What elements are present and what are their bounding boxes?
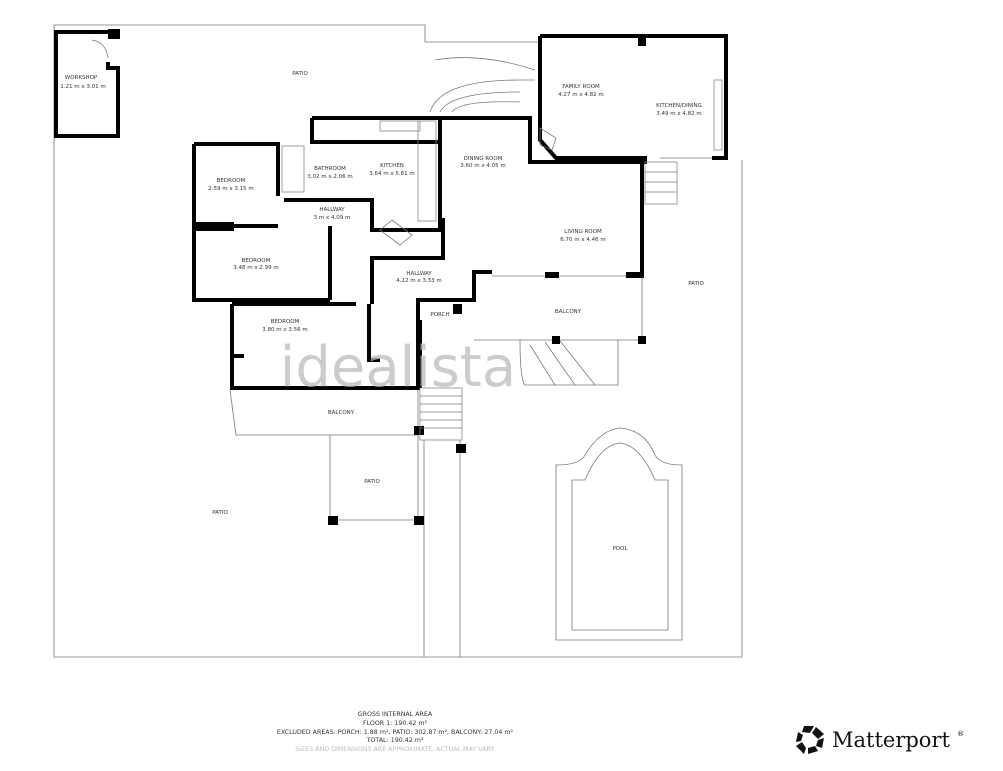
room-label-patio-left: PATIO bbox=[212, 510, 228, 516]
matterport-mark-icon bbox=[796, 726, 824, 754]
patio-boundary bbox=[53, 24, 743, 658]
area-disclaimer: SIZES AND DIMENSIONS ARE APPROXIMATE, AC… bbox=[295, 746, 495, 754]
room-size-kitchen-dining: 3.49 m x 4.82 m bbox=[656, 111, 701, 117]
room-label-porch: PORCH bbox=[430, 312, 449, 318]
fixtures bbox=[229, 120, 557, 525]
room-label-dining-room: DINING ROOM bbox=[464, 156, 503, 162]
workshop-walls bbox=[54, 29, 120, 138]
area-excluded: EXCLUDED AREAS: PORCH: 1.88 m², PATIO: 3… bbox=[276, 728, 514, 736]
room-label-patio-right: PATIO bbox=[688, 281, 704, 287]
matterport-logo: Matterport ® bbox=[794, 724, 964, 756]
room-size-family-room: 4.27 m x 4.82 m bbox=[558, 92, 603, 98]
room-label-bedroom-3: BEDROOM bbox=[271, 319, 300, 325]
room-size-living-room: 6.70 m x 4.46 m bbox=[560, 237, 605, 243]
room-label-hallway-2: HALLWAY bbox=[406, 271, 432, 277]
room-label-kitchen: KITCHEN bbox=[380, 163, 404, 169]
room-size-hallway: 3 m x 4.09 m bbox=[314, 215, 351, 221]
room-label-bathroom: BATHROOM bbox=[314, 166, 346, 172]
watermark: idealista bbox=[280, 335, 516, 400]
room-label-pool: POOL bbox=[612, 546, 628, 552]
room-size-bedroom-3: 3.80 m x 3.56 m bbox=[262, 327, 307, 333]
room-label-living-room: LIVING ROOM bbox=[564, 229, 602, 235]
area-floor: FLOOR 1: 190.42 m² bbox=[362, 719, 428, 727]
area-title: GROSS INTERNAL AREA bbox=[357, 711, 433, 718]
room-size-kitchen: 3.64 m x 5.61 m bbox=[369, 171, 414, 177]
house-walls bbox=[192, 116, 646, 390]
room-label-kitchen-dining: KITCHEN/DINING bbox=[656, 103, 702, 109]
stairs bbox=[419, 161, 678, 441]
room-label-bedroom-2: BEDROOM bbox=[242, 258, 271, 264]
room-size-bedroom-2: 3.48 m x 2.99 m bbox=[233, 265, 278, 271]
pool bbox=[555, 427, 683, 641]
room-label-workshop: WORKSHOP bbox=[65, 75, 98, 81]
room-size-hallway-2: 4.12 m x 3.33 m bbox=[396, 278, 441, 284]
room-label-balcony-left: BALCONY bbox=[328, 410, 355, 416]
room-size-workshop: 1.21 m x 3.01 m bbox=[60, 84, 105, 90]
room-label-patio-mid: PATIO bbox=[364, 479, 380, 485]
brand-name: Matterport bbox=[832, 728, 950, 752]
room-size-bedroom: 2.59 m x 3.15 m bbox=[208, 186, 253, 192]
room-size-bathroom: 3.02 m x 2.06 m bbox=[307, 174, 352, 180]
area-total: TOTAL: 190.42 m² bbox=[366, 737, 424, 745]
room-label-bedroom: BEDROOM bbox=[217, 178, 246, 184]
curved-steps bbox=[429, 57, 536, 113]
family-room-walls bbox=[528, 34, 728, 164]
room-label-hallway: HALLWAY bbox=[319, 207, 345, 213]
room-label-family-room: FAMILY ROOM bbox=[562, 84, 600, 90]
room-label-balcony-right: BALCONY bbox=[555, 309, 582, 315]
room-size-dining-room: 3.60 m x 4.05 m bbox=[460, 163, 505, 169]
registered-mark: ® bbox=[956, 730, 964, 738]
area-summary: GROSS INTERNAL AREA FLOOR 1: 190.42 m² E… bbox=[195, 711, 595, 755]
room-label-patio: PATIO bbox=[292, 71, 308, 77]
